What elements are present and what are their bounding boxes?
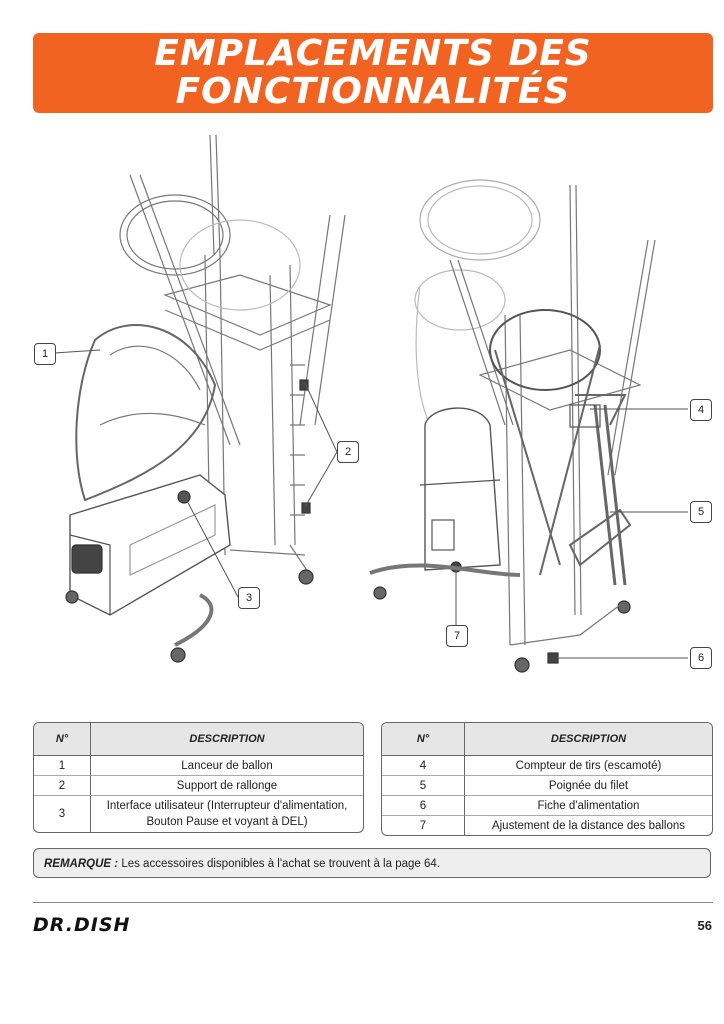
footer-divider <box>33 902 713 903</box>
product-illustration: 1 2 3 4 5 6 7 <box>0 125 724 685</box>
table-row: 7 Ajustement de la distance des ballons <box>382 815 712 835</box>
header-description: DESCRIPTION <box>91 723 363 756</box>
callout-5: 5 <box>690 501 712 523</box>
row-number: 5 <box>382 775 465 795</box>
row-number: 2 <box>34 775 91 795</box>
row-number: 1 <box>34 756 91 775</box>
table-row: 6 Fiche d'alimentation <box>382 795 712 815</box>
callout-1: 1 <box>34 343 56 365</box>
title-line-1: EMPLACEMENTS DES <box>154 33 592 74</box>
header-number: N° <box>34 723 91 756</box>
row-description: Ajustement de la distance des ballons <box>465 815 712 835</box>
row-number: 3 <box>34 795 91 832</box>
row-description: Interface utilisateur (Interrupteur d'al… <box>91 795 363 832</box>
table-row: 3 Interface utilisateur (Interrupteur d'… <box>34 795 363 832</box>
table-row: 1 Lanceur de ballon <box>34 756 363 775</box>
table-row: 2 Support de rallonge <box>34 775 363 795</box>
header-description: DESCRIPTION <box>465 723 712 756</box>
row-number: 6 <box>382 795 465 815</box>
page-number: 56 <box>697 918 712 933</box>
description-table-left: N° DESCRIPTION 1 Lanceur de ballon 2 Sup… <box>33 722 364 833</box>
title-banner: EMPLACEMENTS DES FONCTIONNALITÉS <box>33 33 713 113</box>
row-number: 4 <box>382 756 465 775</box>
title-line-2: FONCTIONNALITÉS <box>175 71 571 112</box>
header-number: N° <box>382 723 465 756</box>
table-row: 5 Poignée du filet <box>382 775 712 795</box>
row-description: Lanceur de ballon <box>181 759 273 772</box>
callout-4: 4 <box>690 399 712 421</box>
table-row: 4 Compteur de tirs (escamoté) <box>382 756 712 775</box>
row-description: Compteur de tirs (escamoté) <box>515 759 662 772</box>
note-box: REMARQUE : Les accessoires disponibles à… <box>33 848 711 878</box>
machine-line-drawing <box>53 134 688 673</box>
note-label: REMARQUE : <box>44 858 119 870</box>
note-text: Les accessoires disponibles à l'achat se… <box>118 858 440 870</box>
brand-logo: DR.DISH <box>33 914 131 936</box>
row-description: Support de rallonge <box>91 775 363 795</box>
description-table-right: N° DESCRIPTION 4 Compteur de tirs (escam… <box>381 722 713 836</box>
callout-3: 3 <box>238 587 260 609</box>
callout-6: 6 <box>690 647 712 669</box>
row-number: 7 <box>382 815 465 835</box>
callout-7: 7 <box>446 625 468 647</box>
row-description: Poignée du filet <box>465 775 712 795</box>
table-header: N° DESCRIPTION <box>382 723 712 756</box>
left-machine-drawing <box>65 134 346 663</box>
callout-leaders <box>53 349 688 659</box>
right-machine-drawing <box>369 179 656 673</box>
table-header: N° DESCRIPTION <box>34 723 363 756</box>
callout-2: 2 <box>337 441 359 463</box>
row-description: Fiche d'alimentation <box>465 795 712 815</box>
